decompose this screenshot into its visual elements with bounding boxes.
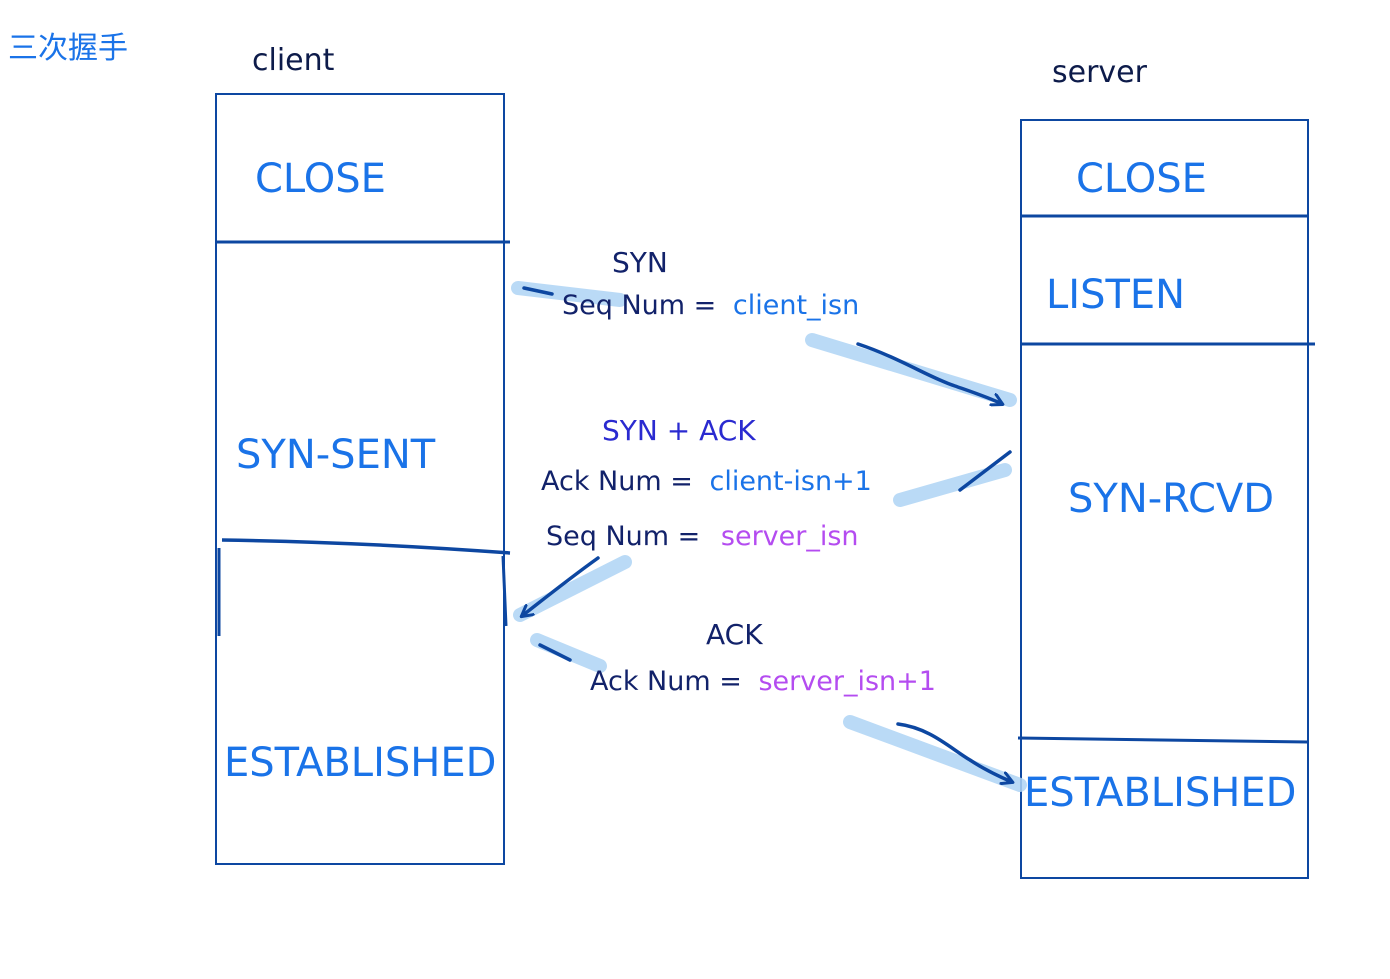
server-state-close: CLOSE	[1076, 156, 1207, 202]
server-state-syn-rcvd: SYN-RCVD	[1068, 476, 1274, 522]
synack-seq-line: Seq Num = server_isn	[546, 521, 859, 552]
ack-highlight	[843, 715, 1027, 792]
synack-arrow	[522, 556, 600, 616]
ack-title: ACK	[706, 618, 763, 651]
syn-arrow	[522, 286, 554, 296]
ack-ack-value: server_isn+1	[758, 666, 935, 697]
server-state-listen: LISTEN	[1046, 272, 1185, 318]
message-ack: ACK Ack Num = server_isn+1	[590, 618, 936, 697]
synack-arrow	[958, 450, 1012, 492]
arrows	[522, 286, 1012, 782]
server-box	[1020, 119, 1309, 879]
diagram-title: 三次握手	[8, 31, 128, 66]
client-timeline: CLOSE SYN-SENT ESTABLISHED	[215, 93, 511, 865]
client-divider	[501, 555, 508, 627]
server-label: server	[1052, 55, 1148, 90]
ack-highlight	[530, 633, 607, 673]
client-divider	[221, 538, 511, 555]
syn-highlight	[805, 333, 1017, 407]
synack-ack-line: Ack Num = client-isn+1	[541, 466, 872, 497]
synack-title: SYN + ACK	[602, 414, 756, 447]
highlight-strokes	[511, 281, 1027, 792]
ack-ack-line: Ack Num = server_isn+1	[590, 666, 936, 697]
client-state-close: CLOSE	[255, 156, 386, 202]
ack-arrow	[896, 722, 1012, 782]
syn-arrow	[856, 342, 1002, 404]
server-state-established: ESTABLISHED	[1024, 770, 1296, 816]
client-box	[215, 93, 505, 865]
synack-seq-value: server_isn	[721, 521, 859, 552]
syn-seq-value: client_isn	[733, 290, 859, 321]
synack-highlight	[893, 463, 1012, 507]
synack-seq-key: Seq Num =	[546, 521, 700, 552]
server-divider	[1017, 736, 1309, 744]
client-state-established: ESTABLISHED	[224, 740, 496, 786]
syn-title: SYN	[612, 246, 668, 279]
server-timeline: CLOSE LISTEN SYN-RCVD ESTABLISHED	[1017, 119, 1315, 879]
synack-ack-key: Ack Num =	[541, 466, 693, 497]
ack-ack-key: Ack Num =	[590, 666, 742, 697]
message-syn: SYN Seq Num = client_isn	[562, 246, 859, 321]
synack-highlight	[513, 555, 632, 622]
synack-ack-value: client-isn+1	[709, 466, 871, 497]
client-state-syn-sent: SYN-SENT	[236, 432, 436, 478]
client-label: client	[252, 43, 335, 78]
message-synack: SYN + ACK Ack Num = client-isn+1 Seq Num…	[541, 414, 872, 552]
syn-seq-line: Seq Num = client_isn	[562, 290, 859, 321]
ack-arrow	[538, 643, 572, 662]
syn-seq-key: Seq Num =	[562, 290, 716, 321]
